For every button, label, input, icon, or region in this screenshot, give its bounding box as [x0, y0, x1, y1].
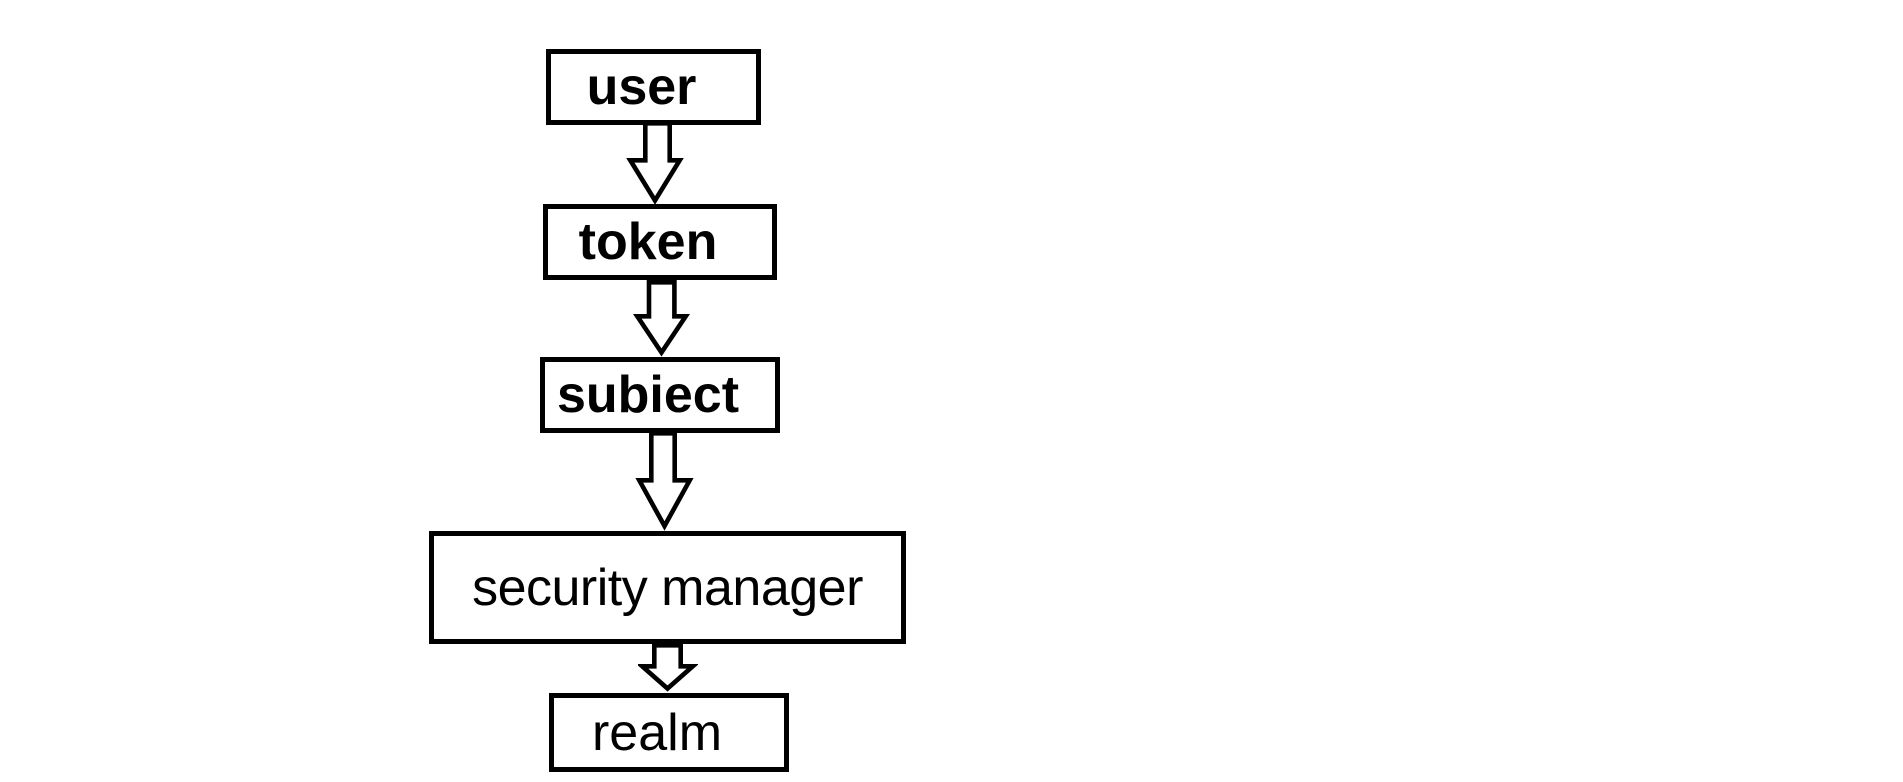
node-subiect-label: subiect — [556, 366, 740, 424]
down-block-arrow-icon — [635, 431, 694, 531]
flow-arrow-user-to-token — [626, 121, 684, 205]
node-subiect: subiect — [540, 357, 780, 433]
node-token-label: token — [578, 213, 718, 271]
node-user: user — [546, 49, 761, 125]
node-token: token — [543, 204, 777, 280]
down-block-arrow-icon — [638, 643, 698, 692]
node-user-label: user — [586, 58, 697, 116]
node-realm: realm — [549, 693, 789, 772]
flow-arrow-token-to-subiect — [633, 280, 691, 357]
node-security-manager-label: security manager — [472, 558, 863, 617]
node-security-manager: security manager — [429, 531, 906, 644]
flow-arrow-subiect-to-security-manager — [635, 431, 694, 531]
flow-arrow-security-manager-to-realm — [638, 643, 698, 692]
node-realm-label: realm — [591, 703, 723, 762]
down-block-arrow-icon — [633, 280, 691, 357]
down-block-arrow-icon — [626, 121, 684, 205]
